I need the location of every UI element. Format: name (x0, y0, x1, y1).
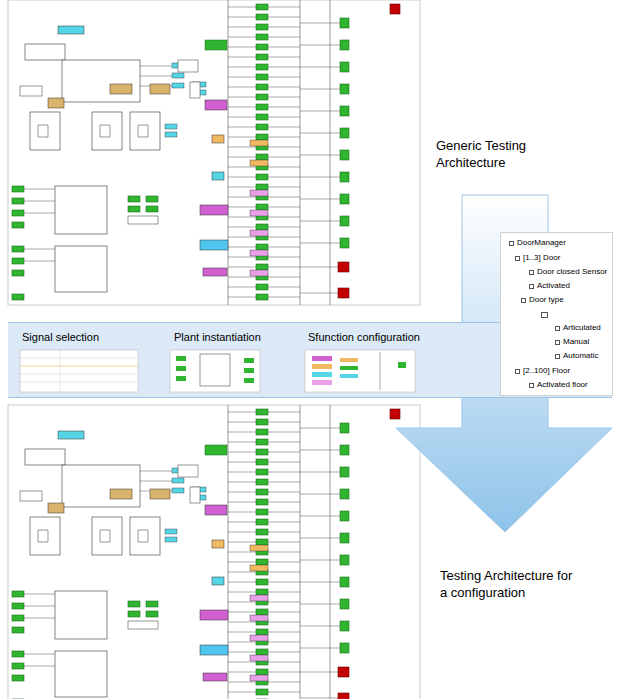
alternative-icon (541, 312, 548, 318)
tree-item: [2..100] Floor (523, 366, 570, 375)
tree-item: Activated floor (537, 380, 588, 389)
tree-item: DoorManager (517, 238, 566, 247)
step-heading: Signal selection (22, 331, 99, 344)
tree-item: Door closed Sensor (537, 267, 607, 276)
tree-icon (529, 284, 534, 289)
tree-item: Articulated (563, 323, 601, 332)
tree-icon (521, 298, 526, 303)
tree-icon (529, 383, 534, 388)
tree-icon (515, 256, 520, 261)
step-heading: Plant instantiation (174, 331, 261, 344)
tree-icon (555, 354, 560, 359)
feature-tree: DoorManager [1..3] DoorDoor closed Sensor… (500, 232, 613, 396)
tree-icon (555, 340, 560, 345)
tree-icon (555, 326, 560, 331)
tree-item: Automatic (563, 351, 599, 360)
tree-item: Door type (529, 295, 564, 304)
tree-item: [1..3] Door (523, 253, 560, 262)
arrow-caption: Testing Architecture for a configuration (440, 568, 578, 602)
tree-icon (529, 270, 534, 275)
tree-icon (509, 241, 514, 246)
tree-icon (515, 369, 520, 374)
tree-item: Manual (563, 337, 589, 346)
arrow-caption: Generic Testing Architecture (436, 138, 556, 172)
tree-item: Activated (537, 281, 570, 290)
step-heading: Sfunction configuration (308, 331, 420, 344)
